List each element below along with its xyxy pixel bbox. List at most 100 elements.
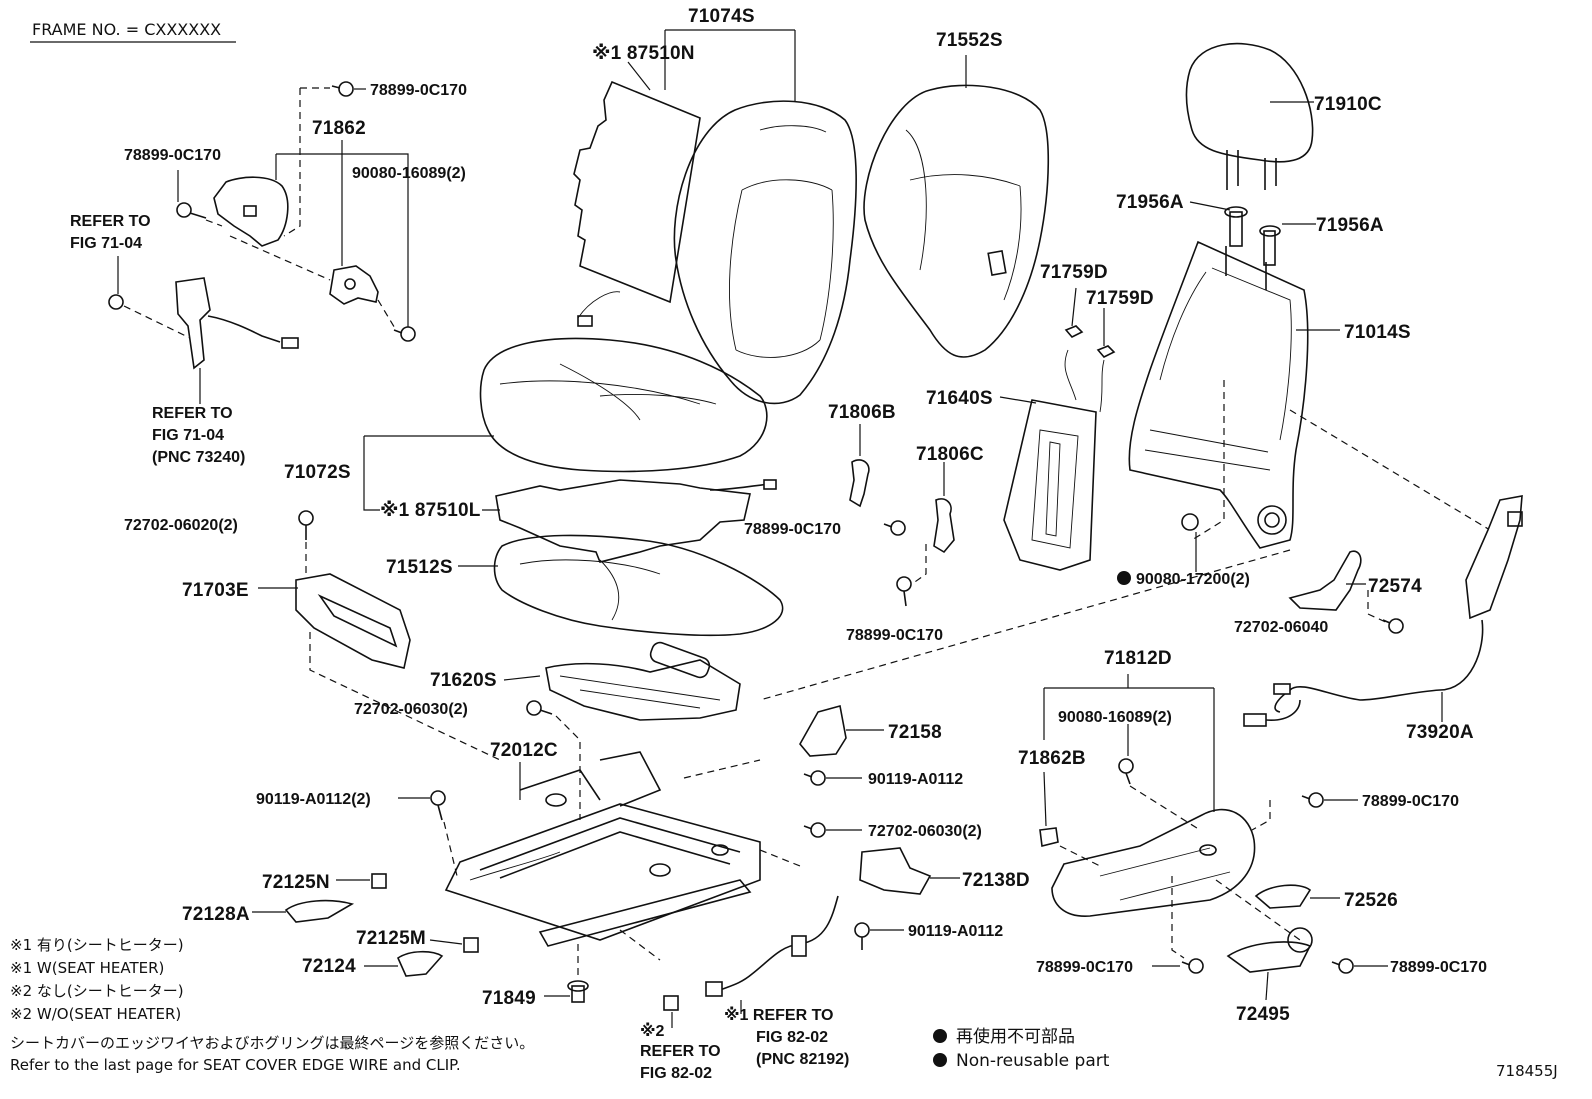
label-87510l: ※1 87510L (380, 500, 481, 521)
note-1-jp: ※1 有り(シートヒーター) (10, 936, 184, 954)
headrest-guide-left-drawing (1224, 206, 1248, 247)
label-78899-0c170-right-top: 78899-0C170 (1362, 793, 1459, 810)
bolt-90080-16089-top (393, 326, 416, 342)
label-90080-16089-lower: 90080-16089(2) (1058, 709, 1172, 726)
bolt-72702-06030-center (803, 822, 826, 838)
bracket-72574-drawing (1288, 550, 1362, 611)
label-72495: 72495 (1236, 1004, 1290, 1025)
bracket-71806c-drawing (933, 498, 955, 554)
leader-71640s (999, 396, 1037, 404)
label-72128a: 72128A (182, 904, 250, 925)
bolt-90119-a0112-lower (854, 922, 870, 950)
bolt-78899-0c170-mid (883, 520, 906, 536)
label-72012c: 72012C (490, 740, 558, 761)
bolt-78899-0c170-right-mid (1181, 958, 1204, 974)
label-71806b: 71806B (828, 402, 896, 423)
label-78899-0c170-left: 78899-0C170 (124, 147, 221, 164)
seat-belt-buckle-drawing (175, 277, 299, 370)
seat-wire-harness-drawing (663, 895, 839, 1011)
seat-back-pad-drawing (863, 84, 1050, 358)
label-71620s: 71620S (430, 670, 497, 691)
note-1-en: ※1 W(SEAT HEATER) (10, 959, 164, 977)
seat-shield-drawing (1051, 808, 1256, 917)
label-90119-a0112-center: 90119-A0112 (868, 771, 963, 788)
belt-bracket-drawing (329, 265, 379, 305)
stopper-71849 (567, 980, 589, 1003)
ref-82-02-b-line1: REFER TO (640, 1043, 721, 1060)
label-78899-0c170-mid: 78899-0C170 (744, 521, 841, 538)
leader-87510n (627, 61, 651, 91)
bolt-78899-0c170-right-top (1301, 792, 1324, 808)
cover-72495-drawing (1226, 927, 1313, 973)
label-87510n: ※1 87510N (592, 43, 695, 64)
bracket-71806b-drawing (849, 459, 870, 508)
ref-71-04-b-line3: (PNC 73240) (152, 449, 245, 466)
label-71910c: 71910C (1314, 94, 1382, 115)
cover-72124 (396, 950, 444, 977)
label-73920a: 73920A (1406, 722, 1474, 743)
ref-82-02-b-line2: FIG 82-02 (640, 1065, 712, 1082)
note-2-en: ※2 W/O(SEAT HEATER) (10, 1005, 181, 1023)
bolt-72702-06020 (298, 510, 314, 540)
label-90080-17200: 90080-17200(2) (1136, 571, 1250, 588)
label-71849: 71849 (482, 988, 536, 1009)
cover-72125m (463, 937, 479, 953)
label-78899-0c170-top: 78899-0C170 (370, 82, 467, 99)
ref-82-02-a-line1: ※1 REFER TO (724, 1006, 834, 1024)
note-2-jp: ※2 なし(シートヒーター) (10, 982, 184, 1000)
ref-82-02-b-mark: ※2 (640, 1022, 665, 1040)
label-71074s: 71074S (688, 6, 755, 27)
nut-90080-17200 (1181, 513, 1199, 531)
cover-72128a (284, 899, 355, 923)
ref-82-02-a-line2: FIG 82-02 (756, 1029, 828, 1046)
note-edge-wire-jp: シートカバーのエッジワイヤおよびホグリングは最終ページを参照ください。 (10, 1034, 534, 1052)
label-72702-06030-center: 72702-06030(2) (868, 823, 982, 840)
seat-cushion-heater-drawing (495, 479, 777, 563)
label-71806c: 71806C (916, 444, 984, 465)
lumbar-support-drawing (1003, 349, 1105, 571)
note-edge-wire-en: Refer to the last page for SEAT COVER ED… (10, 1056, 461, 1074)
nut-refer-71-04 (108, 294, 124, 310)
seat-cushion-cover-drawing (479, 337, 768, 473)
bolt-72702-06040 (1382, 618, 1404, 634)
legend-marker-en (933, 1053, 947, 1067)
label-71956a-right: 71956A (1316, 215, 1384, 236)
label-71072s: 71072S (284, 462, 351, 483)
seat-back-frame-drawing (1128, 240, 1309, 549)
seat-rail-cover-drawing (295, 573, 411, 669)
label-72702-06030-left: 72702-06030(2) (354, 701, 468, 718)
bolt-78899-0c170-top (331, 81, 354, 97)
label-90119-a0112-lower: 90119-A0112 (908, 923, 1003, 940)
label-90080-16089-top: 90080-16089(2) (352, 165, 466, 182)
label-71759d-upper: 71759D (1040, 262, 1108, 283)
label-72702-06040: 72702-06040 (1234, 619, 1328, 636)
clip-71759d-lower (1096, 345, 1116, 358)
seat-back-heater-pad-drawing (573, 80, 701, 327)
label-72125m: 72125M (356, 928, 426, 949)
label-72125n: 72125N (262, 872, 330, 893)
headrest-guide-right-drawing (1259, 225, 1281, 266)
label-71862b: 71862B (1018, 748, 1086, 769)
seat-adjuster-drawing (444, 751, 761, 947)
bolt-78899-0c170-low (896, 576, 912, 607)
ref-71-04-b-line1: REFER TO (152, 405, 233, 422)
cover-71862b (1039, 827, 1059, 847)
ref-71-04-b-line2: FIG 71-04 (152, 427, 224, 444)
label-71956a-left: 71956A (1116, 192, 1184, 213)
label-71812d: 71812D (1104, 648, 1172, 669)
cover-72138d-drawing (859, 847, 932, 895)
seat-back-cover-drawing (673, 100, 857, 405)
legend-en: Non-reusable part (956, 1051, 1110, 1071)
clip-71759d-upper (1064, 325, 1084, 338)
label-78899-0c170-right-mid: 78899-0C170 (1036, 959, 1133, 976)
label-71640s: 71640S (926, 388, 993, 409)
legend-jp: 再使用不可部品 (956, 1026, 1075, 1047)
cover-72125n (371, 873, 387, 889)
side-airbag-drawing (1243, 495, 1523, 727)
frame-number: FRAME NO. = CXXXXXX (32, 20, 221, 39)
cover-72158-drawing (799, 704, 847, 757)
label-71512s: 71512S (386, 557, 453, 578)
non-reusable-marker (1117, 571, 1131, 585)
diagram-id: 718455J (1496, 1062, 1558, 1080)
